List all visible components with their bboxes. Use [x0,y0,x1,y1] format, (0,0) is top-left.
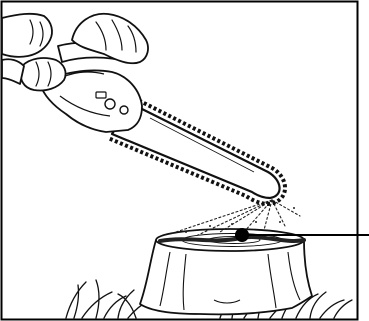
chainsaw-oil-check-diagram [0,0,369,321]
diagram-stage [0,0,369,321]
